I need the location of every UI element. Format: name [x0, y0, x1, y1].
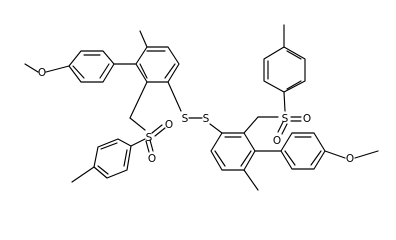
atom-label-o-sulfonyl-right-a: O: [303, 113, 311, 125]
bond-sulfonyl-to-tolyl-right: [283, 91, 286, 112]
sulfonyl-left-double-bonds: [145, 124, 166, 153]
atom-label-s-sulfonyl-left: S: [146, 132, 153, 144]
bond-methyl-central-left: [139, 30, 148, 48]
bond-ring-to-s-left: [167, 81, 182, 112]
bond-ring-to-methoxy-o-right: [324, 150, 346, 159]
structure-canvas: O S S S O O S O O O: [24, 24, 379, 191]
bond-methoxy-methyl-left: [24, 63, 39, 73]
bond-sulfonyl-to-tolyl-left: [130, 138, 146, 147]
atom-label-o-sulfonyl-left-b: O: [148, 153, 156, 165]
atom-label-o-methoxy-right: O: [346, 153, 354, 165]
bond-methyl-central-right: [243, 169, 259, 191]
atom-label-o-sulfonyl-right-b: O: [273, 135, 281, 147]
atom-label-s-disulfide-right: S: [203, 113, 210, 125]
bond-methoxy-methyl-right: [354, 150, 379, 159]
atom-label-s-sulfonyl-right: S: [282, 113, 289, 125]
atom-label-o-methoxy-left: O: [38, 67, 46, 79]
atom-label-s-disulfide-left: S: [182, 113, 189, 125]
ring-tolyl-right: [263, 46, 306, 93]
bond-s-to-ring-right: [209, 123, 223, 134]
bond-ring-to-methoxy-o-left: [45, 65, 70, 73]
chemical-structure-drawing: O S S S O O S O O O: [24, 24, 379, 191]
ring-methoxyphenyl-right: [280, 132, 326, 170]
sulfonyl-right-double-bonds: [277, 116, 302, 135]
ring-tolyl-left: [93, 138, 132, 179]
ring-central-right: [210, 132, 256, 171]
bond-ring-to-ch2-left: [129, 81, 148, 119]
bond-ring-to-ch2-right: [243, 116, 259, 134]
bond-tolyl-methyl-left: [71, 166, 95, 183]
bond-ch2-to-sulfonyl-left: [129, 117, 146, 131]
ring-methoxyphenyl-left: [68, 50, 115, 83]
atom-label-o-sulfonyl-left-a: O: [165, 119, 173, 131]
ring-central-left: [135, 46, 180, 83]
